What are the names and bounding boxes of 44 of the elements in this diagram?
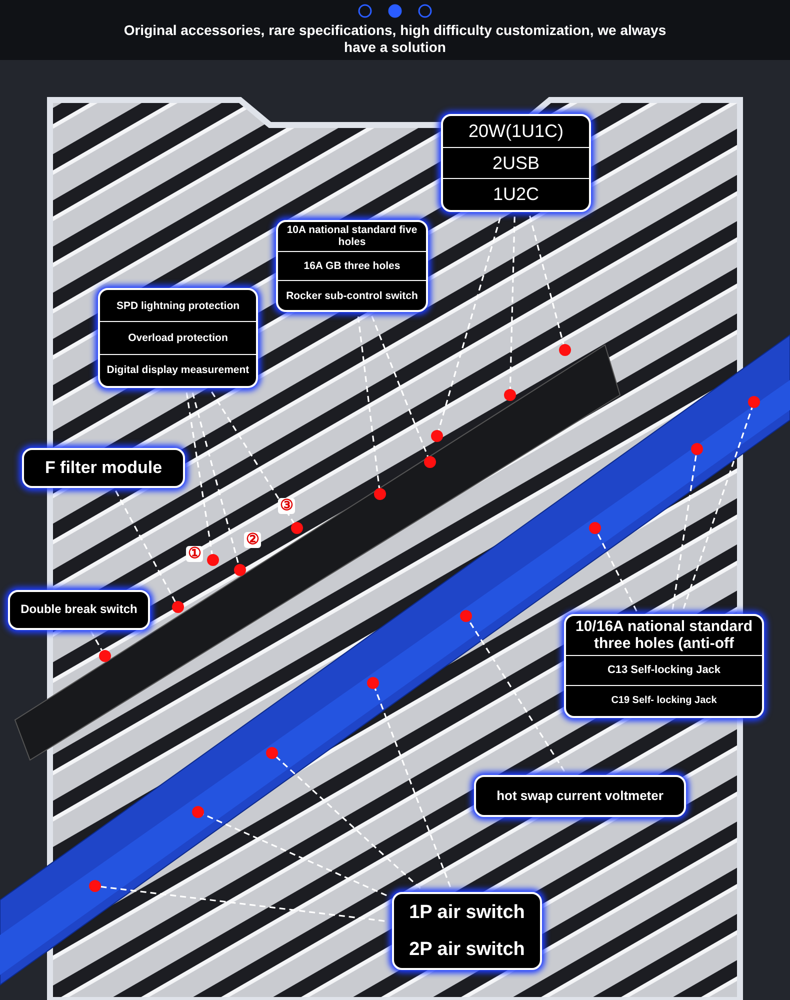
callout-text: 10/16A national standard three holes (anti-off: [574, 618, 754, 652]
callout-text: hot swap current voltmeter: [496, 788, 664, 804]
callout-box: [98, 288, 258, 388]
callout-text: SPD lightning protection: [116, 300, 240, 312]
callout-box: [564, 614, 764, 718]
callout-text: 1P air switch: [409, 902, 525, 924]
callout-text: C13 Self-locking Jack: [607, 664, 721, 677]
heading: Original accessories, rare specifications, high difficulty customization, we always have a solution: [122, 22, 668, 56]
callout-box: [474, 775, 686, 817]
callout-text: F filter module: [44, 458, 162, 478]
callout-text: 10A national standard five holes: [286, 224, 418, 248]
callout-text: 1U2C: [492, 184, 540, 206]
leader-line: [374, 688, 452, 888]
leader-line: [468, 620, 566, 772]
callout-text: Rocker sub-control switch: [286, 290, 418, 302]
callout-text: C19 Self- locking Jack: [611, 695, 717, 707]
leader-line: [100, 886, 385, 922]
leader-line: [192, 392, 240, 564]
callout-text: 20W(1U1C): [468, 120, 564, 142]
callout-box: [22, 448, 185, 488]
callout-text: Double break switch: [20, 603, 138, 617]
callout-text: Digital display measurement: [106, 364, 250, 376]
leader-line: [371, 316, 429, 457]
callout-text: Overload protection: [128, 332, 228, 344]
callout-box: [441, 114, 591, 212]
leader-line: [596, 533, 638, 612]
callout-number: ①: [186, 546, 203, 562]
leader-line: [682, 407, 753, 609]
callout-box: [276, 220, 428, 312]
callout-number: ②: [244, 532, 261, 548]
leader-line: [672, 454, 697, 610]
callout-box: [392, 892, 542, 970]
callout-box: [8, 590, 150, 630]
leader-line: [509, 216, 516, 390]
callout-text: 2USB: [492, 152, 540, 174]
leader-line: [276, 756, 421, 890]
leader-line: [186, 392, 213, 554]
callout-text: 16A GB three holes: [304, 260, 400, 272]
leader-line: [438, 217, 501, 430]
leader-line: [115, 490, 176, 602]
leader-line: [529, 216, 564, 344]
leader-line: [90, 630, 103, 652]
callout-number: ③: [278, 498, 295, 514]
callout-text: 2P air switch: [409, 938, 525, 960]
